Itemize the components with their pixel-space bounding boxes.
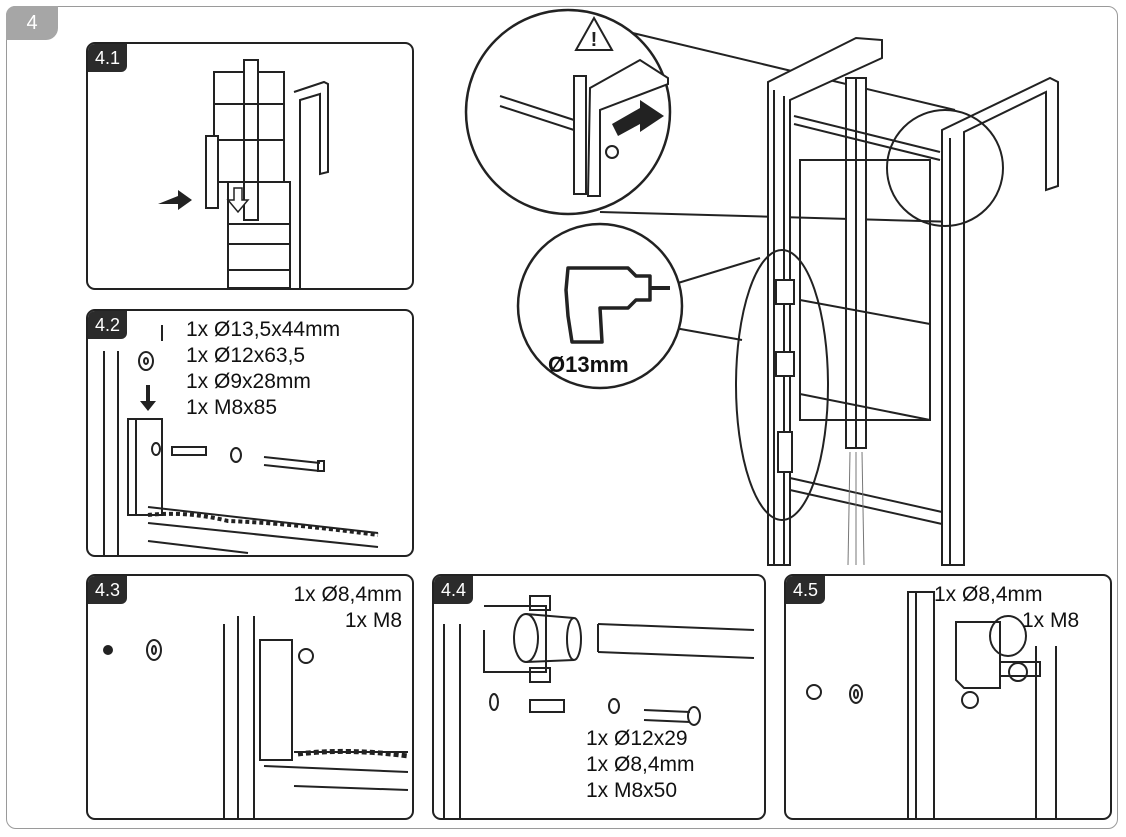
panel-4-2-illustration — [103, 325, 379, 555]
panel-label: 4.1 — [88, 44, 128, 72]
drill-size-label: Ø13mm — [548, 352, 629, 377]
panel-4-3: 4.3 1x Ø8,4mm 1x M8 — [86, 574, 414, 820]
parts-item: 1x Ø8,4mm — [934, 583, 1043, 606]
parts-item: 1x M8 — [344, 609, 402, 632]
parts-item: 1x Ø9x28mm — [186, 370, 311, 393]
parts-item: 1x Ø12x29 — [586, 727, 688, 750]
parts-item: 1x M8 — [1022, 609, 1080, 632]
parts-list: 1x Ø8,4mm 1x M8 — [934, 582, 1079, 634]
panel-label: 4.2 — [88, 311, 128, 339]
warning-triangle-icon: ! — [574, 15, 614, 51]
parts-item: 1x Ø8,4mm — [293, 583, 402, 606]
panel-4-1: 4.1 — [86, 42, 414, 290]
parts-list: 1x Ø12x29 1x Ø8,4mm 1x M8x50 — [586, 726, 695, 804]
parts-list: 1x Ø8,4mm 1x M8 — [293, 582, 402, 634]
panel-label: 4.5 — [786, 576, 826, 604]
parts-list: 1x Ø13,5x44mm 1x Ø12x63,5 1x Ø9x28mm 1x … — [186, 317, 340, 421]
svg-text:!: ! — [591, 29, 598, 51]
parts-item: 1x Ø12x63,5 — [186, 344, 306, 367]
panel-4-5: 4.5 1x Ø8,4mm 1x M8 — [784, 574, 1112, 820]
panel-4-2: 4.2 1x Ø13,5x44mm 1x Ø12x63,5 1x Ø9x28mm… — [86, 309, 414, 557]
panel-4-3-illustration — [103, 616, 409, 818]
parts-item: 1x M8x50 — [586, 779, 678, 802]
step-frame — [6, 6, 1118, 829]
panel-4-4: 4.4 1x Ø12x29 1x Ø8,4mm 1x M8x50 — [432, 574, 766, 820]
step-number: 4 — [6, 6, 58, 40]
panel-label: 4.4 — [434, 576, 474, 604]
panel-label: 4.3 — [88, 576, 128, 604]
panel-4-1-illustration — [158, 59, 329, 288]
parts-item: 1x Ø8,4mm — [586, 753, 695, 776]
panel-4-5-illustration — [806, 591, 1057, 818]
parts-item: 1x M8x85 — [186, 396, 278, 419]
drill-icon — [564, 266, 670, 344]
panel-4-4-illustration — [443, 595, 755, 818]
parts-item: 1x Ø13,5x44mm — [186, 318, 341, 341]
